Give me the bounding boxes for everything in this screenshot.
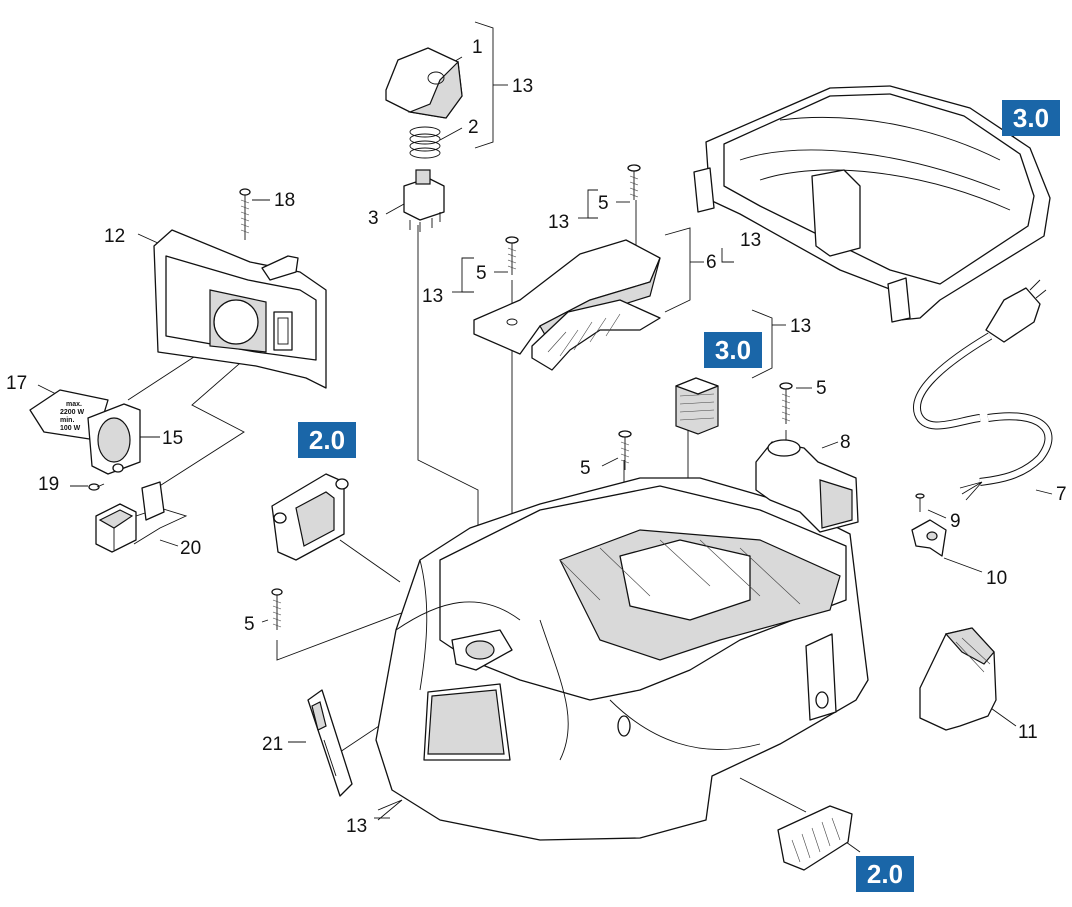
callout-20: 20 bbox=[180, 538, 201, 559]
callout-5-left: 5 bbox=[244, 614, 255, 635]
part-5-screw-left bbox=[271, 588, 283, 630]
callout-6: 6 bbox=[706, 252, 717, 273]
part-5-screw-right bbox=[779, 382, 793, 424]
callout-18: 18 bbox=[274, 190, 295, 211]
callout-13-top: 13 bbox=[512, 76, 533, 97]
part-19-screw bbox=[88, 483, 105, 491]
badge-3-0-middle-label: 3.0 bbox=[715, 335, 751, 365]
callout-3: 3 bbox=[368, 208, 379, 229]
badge-2-0-left: 2.0 bbox=[298, 422, 356, 458]
part-5-screw-top bbox=[627, 164, 641, 200]
part-21-brand-sticker bbox=[307, 689, 353, 797]
badge-3-0-top-right: 3.0 bbox=[1002, 100, 1060, 136]
callout-5-mid: 5 bbox=[476, 263, 487, 284]
callout-7: 7 bbox=[1056, 484, 1067, 505]
part-8-holder bbox=[755, 439, 859, 533]
part-5-screw-middle bbox=[505, 236, 519, 275]
part-15-socket bbox=[87, 403, 141, 475]
part-11-hook bbox=[919, 627, 997, 731]
callout-11: 11 bbox=[1018, 722, 1038, 743]
main-housing bbox=[375, 477, 869, 841]
callout-13-bottom: 13 bbox=[346, 816, 367, 837]
part-bracket-left bbox=[271, 473, 349, 561]
callout-8: 8 bbox=[840, 432, 851, 453]
callout-13-filter: 13 bbox=[790, 316, 811, 337]
label-17-line1: max. bbox=[66, 401, 82, 408]
part-3-switch bbox=[403, 169, 445, 232]
callout-9: 9 bbox=[950, 511, 961, 532]
label-17-line3: min. bbox=[60, 417, 74, 424]
badge-3-0-middle: 3.0 bbox=[704, 332, 762, 368]
callout-15: 15 bbox=[162, 428, 183, 449]
callout-numbers: 1 2 3 13 18 12 13 5 13 5 6 13 13 5 8 17 … bbox=[6, 37, 1067, 837]
callout-5-center: 5 bbox=[580, 458, 591, 479]
badge-2-0-bottom-right: 2.0 bbox=[856, 856, 914, 892]
callout-21: 21 bbox=[262, 734, 283, 755]
callout-17: 17 bbox=[6, 373, 27, 394]
part-filter-block bbox=[675, 377, 719, 435]
part-5-screw-center bbox=[618, 430, 632, 470]
label-17-line2: 2200 W bbox=[60, 409, 85, 416]
part-1-button-cap bbox=[385, 47, 463, 119]
label-17-line4: 100 W bbox=[60, 425, 81, 432]
callout-5-top: 5 bbox=[598, 193, 609, 214]
part-6-handle-cover bbox=[473, 239, 661, 371]
badge-2-0-bottom-right-label: 2.0 bbox=[867, 859, 903, 889]
callout-5-right: 5 bbox=[816, 378, 827, 399]
badge-3-0-top-right-label: 3.0 bbox=[1013, 103, 1049, 133]
part-2-spring bbox=[409, 126, 441, 159]
part-20-rocker-switch bbox=[95, 481, 165, 553]
part-top-cover bbox=[693, 85, 1051, 323]
callout-10: 10 bbox=[986, 568, 1007, 589]
part-12-front-panel bbox=[153, 229, 327, 389]
callout-13-upper: 13 bbox=[548, 212, 569, 233]
part-grille bbox=[777, 805, 853, 871]
callout-12: 12 bbox=[104, 226, 125, 247]
callout-13-cover: 13 bbox=[740, 230, 761, 251]
callout-2: 2 bbox=[468, 117, 479, 138]
callout-1: 1 bbox=[472, 37, 483, 58]
badge-2-0-left-label: 2.0 bbox=[309, 425, 345, 455]
part-10-cable-clamp bbox=[911, 519, 947, 557]
callout-19: 19 bbox=[38, 474, 59, 495]
part-18-screw bbox=[239, 188, 251, 240]
callout-13-mid: 13 bbox=[422, 286, 443, 307]
part-7-power-cord bbox=[913, 279, 1053, 501]
part-9-screw bbox=[915, 493, 925, 512]
